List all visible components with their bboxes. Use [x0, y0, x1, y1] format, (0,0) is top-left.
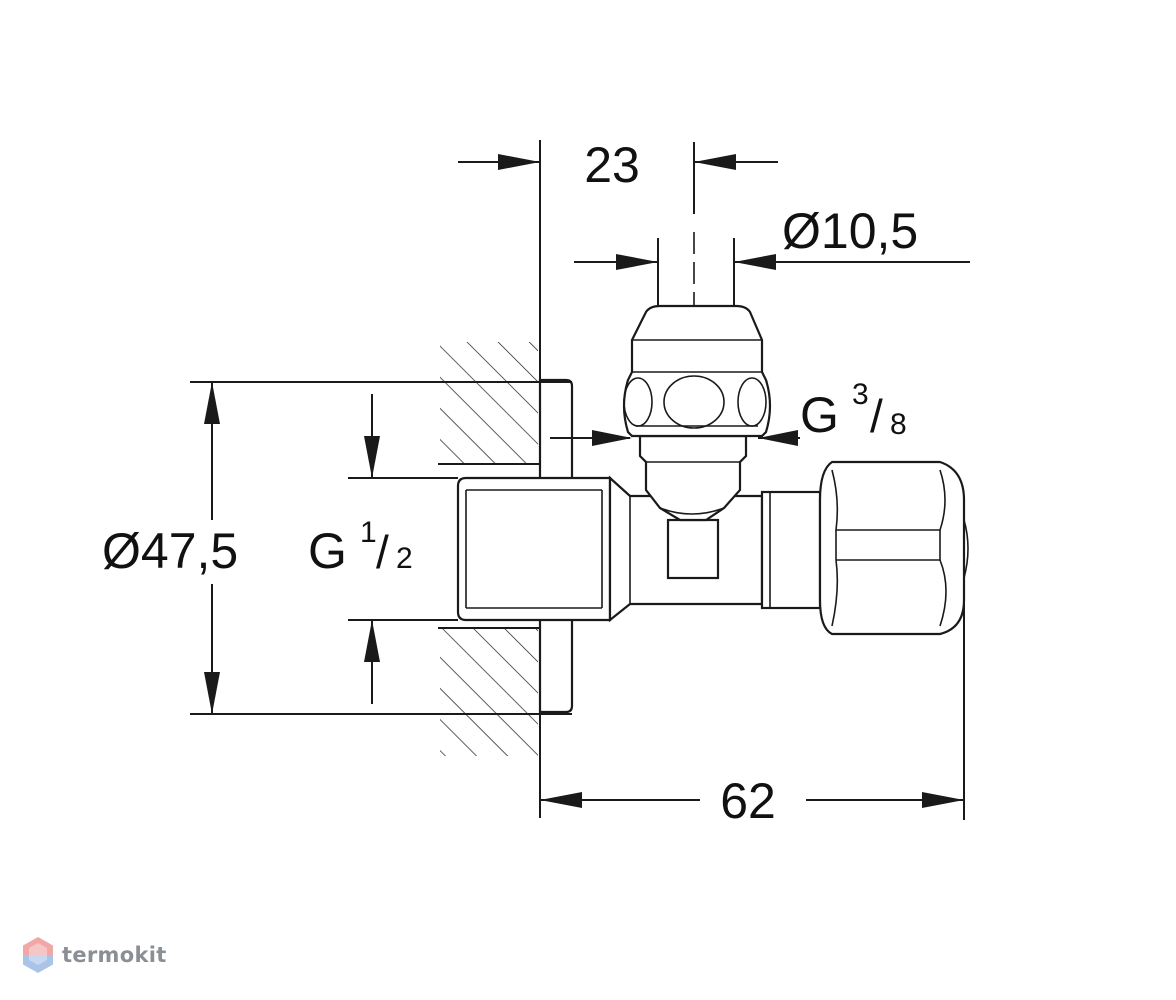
outlet-nut: [622, 304, 772, 438]
outlet-neck: [638, 434, 748, 522]
dimension-47-5: Ø47,5: [102, 381, 572, 715]
outlet-thread-g-label: G: [800, 387, 839, 443]
dimension-g12: G 1 / 2: [308, 394, 458, 704]
inlet-thread: [456, 476, 612, 622]
dimension-outlet-diameter-label: Ø10,5: [782, 203, 918, 259]
dimension-23: 23: [458, 137, 778, 193]
watermark-logo: termokit: [22, 934, 167, 976]
inlet-thread-denominator: 2: [396, 542, 413, 575]
dimension-g38: G 3 / 8: [550, 378, 907, 446]
dimension-62: 62: [540, 600, 965, 829]
overall-length-label: 62: [720, 773, 776, 829]
dimension-top-width-label: 23: [584, 137, 640, 193]
wall-hatching: [438, 342, 540, 756]
inlet-thread-g-label: G: [308, 523, 347, 579]
inlet-thread-slash: /: [376, 526, 389, 578]
outlet-thread-slash: /: [870, 390, 883, 442]
valve-body: [608, 475, 822, 623]
hexagon-logo-icon: [23, 937, 53, 973]
outlet-thread-denominator: 8: [890, 408, 907, 441]
outlet-thread-numerator: 3: [852, 378, 869, 411]
bore-lines: [657, 142, 735, 306]
watermark-text: termokit: [62, 943, 167, 967]
inlet-thread-numerator: 1: [360, 516, 377, 549]
flange-diameter-label: Ø47,5: [102, 523, 238, 579]
dimension-10-5: Ø10,5: [574, 203, 970, 270]
compression-nut: [818, 460, 969, 636]
